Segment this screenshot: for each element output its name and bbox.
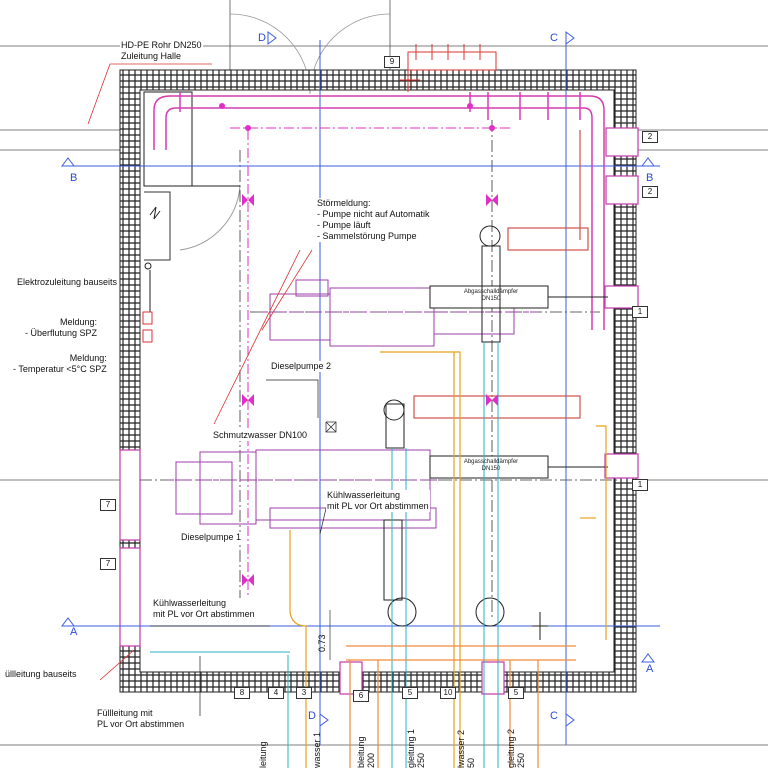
section-c-top: C [550, 32, 558, 44]
tag-7b: 7 [100, 558, 116, 570]
dimension-label: 0.73 [317, 634, 327, 652]
valve-markers [242, 194, 498, 586]
label-dieselpumpe-2: Dieselpumpe 2 [270, 361, 333, 372]
signal-boxes [142, 262, 153, 343]
suction-flange-marks [219, 103, 495, 131]
section-b-left: B [70, 172, 78, 184]
risers [383, 225, 548, 640]
bottom-label-gleitung-2: gleitung 2 250 [506, 728, 526, 768]
abgas-2 [429, 285, 608, 309]
label-dieselpumpe-1: Dieselpumpe 1 [180, 532, 243, 543]
water-lines [150, 342, 499, 768]
section-d-bottom: D [308, 710, 316, 722]
tag-2a: 2 [642, 131, 658, 143]
tag-5a: 5 [402, 687, 418, 699]
label-fuellleitung: Füllleitung mit PL vor Ort abstimmen [96, 708, 186, 730]
label-meldung-temperatur: Meldung: - Temperatur <5°C SPZ [12, 353, 108, 375]
bottom-label-leitung: leitung [258, 741, 268, 768]
section-lines [61, 31, 660, 745]
label-fuellleitung-bauseits: üllleitung bauseits [4, 669, 78, 680]
tag-7a: 7 [100, 499, 116, 511]
section-c-bottom: C [550, 710, 558, 722]
tag-10: 10 [440, 687, 456, 699]
cooling-lines [289, 351, 607, 768]
axis-lines [140, 120, 618, 620]
label-kuehlwasser-2: Kühlwasserleitung mit PL vor Ort abstimm… [152, 598, 256, 620]
tag-4: 4 [268, 687, 284, 699]
dieselpumpe-2-unit [262, 279, 540, 347]
tag-1b: 1 [632, 479, 648, 491]
bottom-label-bleitung: bleitung 200 [356, 736, 376, 768]
tag-9: 9 [384, 56, 400, 68]
orange-lines [346, 645, 576, 768]
tag-1a: 1 [632, 306, 648, 318]
label-abgas-2: Abgasschalldämpfer DN150 [463, 289, 519, 302]
label-abgas-1: Abgasschalldämpfer DN150 [463, 459, 519, 472]
label-hdpe-zuleitung: HD-PE Rohr DN250 Zuleitung Halle [120, 40, 203, 62]
label-stoermeldung: Störmeldung: - Pumpe nicht auf Automatik… [316, 198, 431, 242]
manifold-top [400, 44, 497, 92]
tag-3: 3 [296, 687, 312, 699]
section-a-right: A [646, 663, 654, 675]
bottom-label-gleitung-1: gleitung 1 250 [406, 728, 426, 768]
tag-2b: 2 [642, 186, 658, 198]
right-pipe-runs [413, 130, 589, 419]
room-partition [143, 91, 241, 320]
label-elektrozuleitung: Elektrozuleitung bauseits [16, 277, 119, 288]
label-meldung-ueberflutung: Meldung: - Überflutung SPZ [24, 317, 99, 339]
label-kuehlwasser-1: Kühlwasserleitung mit PL vor Ort abstimm… [326, 490, 430, 512]
bottom-label-lwasser-2: lwasser 2 50 [456, 729, 476, 768]
section-b-right: B [646, 172, 654, 184]
outer-frame-lines [0, 0, 768, 746]
bottom-label-wasser-1: wasser 1 [312, 731, 322, 768]
callout-lines [150, 379, 337, 716]
label-schmutzwasser: Schmutzwasser DN100 [212, 430, 309, 441]
leader-lines [87, 63, 313, 681]
wall-openings [119, 127, 639, 695]
tag-6: 6 [353, 690, 369, 702]
tag-8: 8 [234, 687, 250, 699]
section-a-left: A [70, 626, 78, 638]
dieselpumpe-1-unit [168, 449, 440, 529]
section-d-top: D [258, 32, 266, 44]
tag-5b: 5 [508, 687, 524, 699]
